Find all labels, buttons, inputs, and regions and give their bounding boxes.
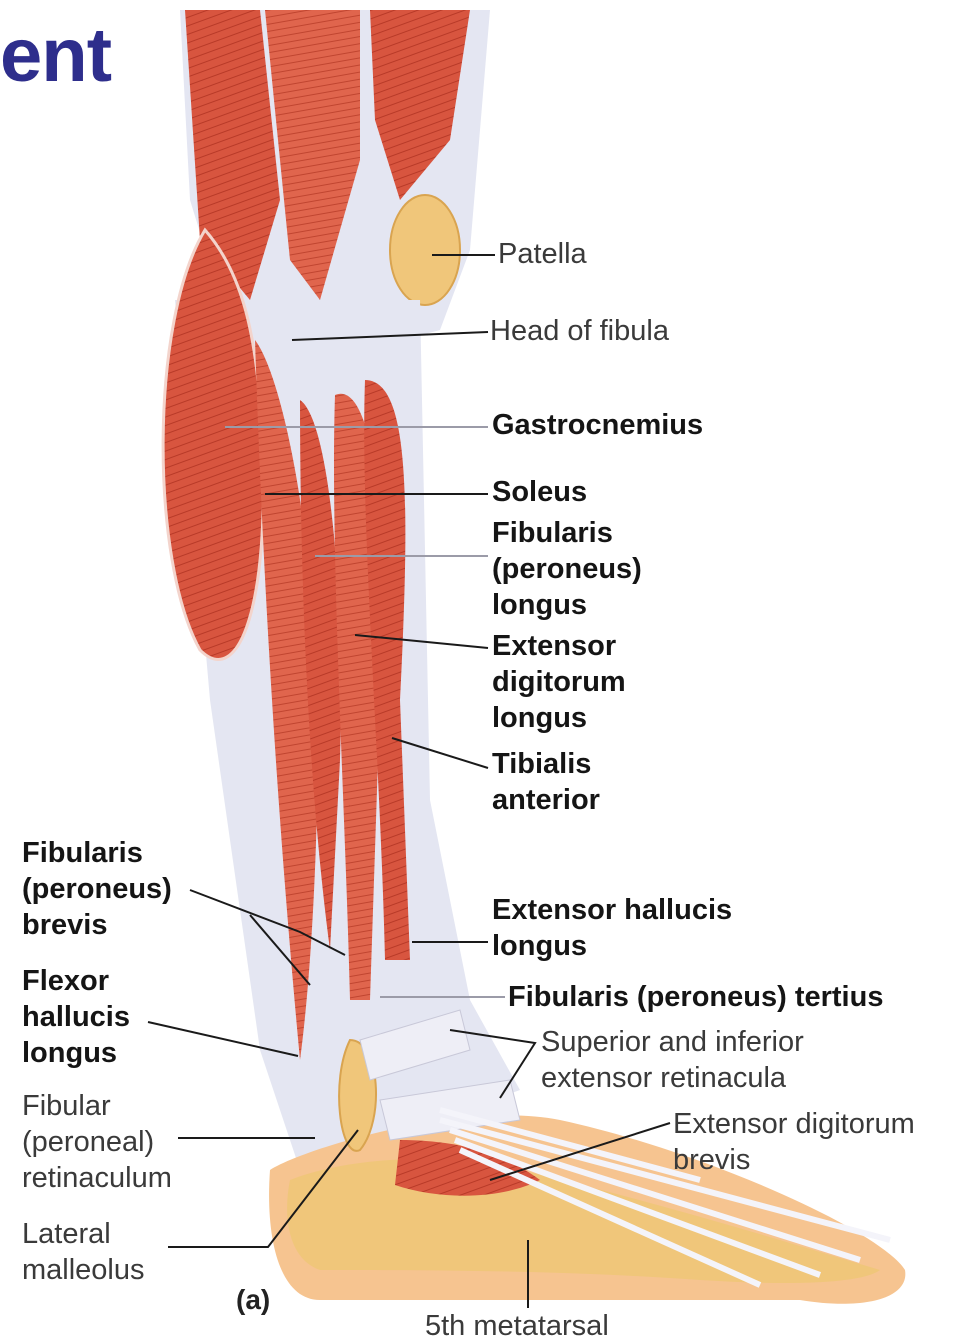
label-extensor-digitorum-longus: Extensor digitorum longus <box>492 628 626 736</box>
label-extensor-hallucis-longus: Extensor hallucis longus <box>492 892 732 964</box>
label-soleus: Soleus <box>492 474 587 510</box>
label-fibularis-brevis: Fibularis (peroneus) brevis <box>22 835 172 943</box>
label-fifth-metatarsal: 5th metatarsal <box>425 1308 609 1344</box>
label-flexor-hallucis-longus: Flexor hallucis longus <box>22 963 130 1071</box>
label-patella: Patella <box>498 236 587 272</box>
label-fibularis-longus: Fibularis (peroneus) longus <box>492 515 642 623</box>
label-tibialis-anterior: Tibialis anterior <box>492 746 600 818</box>
label-fibularis-tertius: Fibularis (peroneus) tertius <box>508 979 883 1015</box>
label-gastrocnemius: Gastrocnemius <box>492 407 703 443</box>
label-fibular-retinaculum: Fibular (peroneal) retinaculum <box>22 1088 172 1196</box>
patella-shape <box>390 195 460 305</box>
label-extensor-digitorum-brevis: Extensor digitorum brevis <box>673 1106 915 1178</box>
label-head-of-fibula: Head of fibula <box>490 313 669 349</box>
label-lateral-malleolus: Lateral malleolus <box>22 1216 145 1288</box>
page-heading: ent <box>0 18 111 94</box>
panel-label: (a) <box>236 1284 270 1316</box>
label-retinacula: Superior and inferior extensor retinacul… <box>541 1024 804 1096</box>
